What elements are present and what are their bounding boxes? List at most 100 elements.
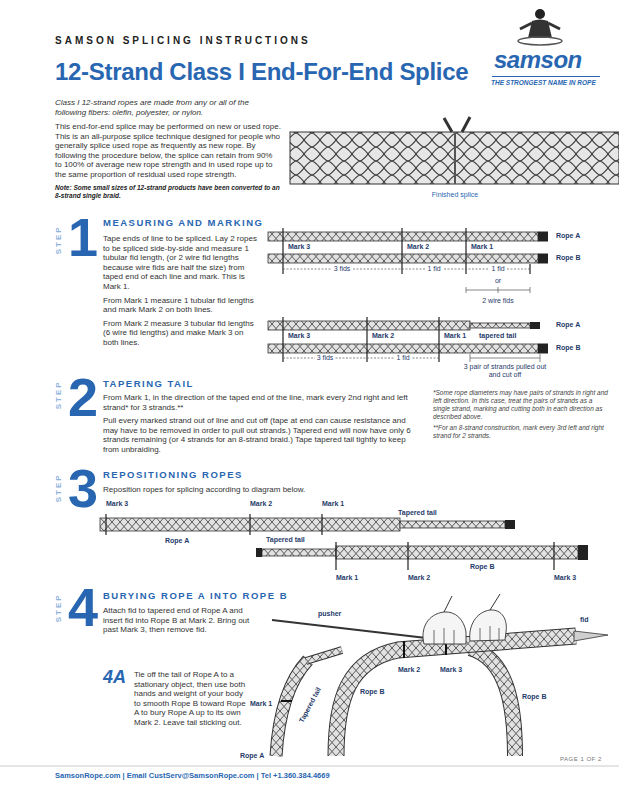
step3-ropes — [106, 514, 322, 535]
rope-label: Rope B — [360, 688, 385, 696]
tool-label: pusher — [318, 610, 341, 618]
step1-ropes — [470, 354, 540, 362]
step3-ropes — [336, 546, 578, 559]
finished-splice-rope — [290, 132, 619, 184]
step1-ropes — [268, 232, 538, 241]
footer-rule — [0, 766, 619, 767]
step1-ropes — [268, 344, 538, 353]
logo-figure — [492, 76, 600, 77]
footer-rule — [0, 766, 619, 767]
intro-text: This end-for-end splice may be performed… — [55, 122, 281, 180]
step-heading: BURYING ROPE A INTO ROPE B — [103, 590, 288, 601]
footer-contact: SamsonRope.com | Email CustServ@SamsonRo… — [55, 771, 330, 780]
step4-illustration — [336, 636, 576, 756]
dimension-label: 1 fid — [394, 354, 411, 362]
dimension-label: 3 fids — [332, 265, 353, 273]
mark-label: Mark 3 — [288, 332, 310, 340]
step-text: From Mark 1 measure 1 tubular fid length… — [103, 296, 261, 315]
substep-number: 4A — [103, 667, 126, 689]
step4-illustration — [423, 612, 466, 644]
rope-label: Rope A — [556, 321, 580, 329]
step1-ropes — [283, 358, 439, 359]
step3-ropes — [262, 549, 336, 556]
mark-label: Mark 2 — [398, 666, 420, 674]
step1-ropes — [283, 317, 439, 362]
finished-splice-rope — [444, 117, 470, 132]
step3-ropes — [100, 514, 588, 570]
finished-splice-rope — [290, 117, 619, 184]
dimension-label: 3 fids — [315, 354, 336, 362]
step3-ropes — [578, 545, 588, 560]
or-label: or — [493, 277, 503, 285]
finished-splice-rope — [454, 132, 456, 184]
mark-label: Mark 3 — [288, 243, 310, 251]
logo-figure — [492, 9, 600, 77]
mark-label: Mark 1 — [471, 243, 493, 251]
footnote: *Some rope diameters may have pairs of s… — [433, 389, 609, 421]
step4-illustration — [470, 610, 507, 641]
mark-label: Mark 3 — [106, 500, 128, 508]
step-tag: STEP — [53, 594, 63, 623]
figure-caption: Finished splice — [432, 191, 478, 199]
step-number: 1 — [68, 210, 98, 264]
intro-text: Class I 12-strand ropes are made from an… — [55, 98, 281, 118]
step-tag: STEP — [53, 474, 63, 503]
step-heading: TAPERING TAIL — [103, 378, 194, 389]
step4-illustration — [336, 636, 576, 756]
dimension-label: 3 pair of strands pulled out and cut off — [455, 363, 555, 380]
rope-label: Rope B — [556, 344, 581, 352]
step-text: Tape ends of line to be spliced. Lay 2 r… — [103, 234, 261, 292]
step1-ropes — [466, 287, 530, 293]
header-label: SAMSON SPLICING INSTRUCTIONS — [55, 35, 311, 47]
step1-ropes — [268, 228, 548, 362]
tail-label: Tapered tail — [297, 686, 323, 724]
step1-ropes — [530, 322, 540, 329]
step-text: Reposition ropes for splicing according … — [103, 485, 305, 495]
step3-ropes — [400, 521, 505, 528]
mark-label: Mark 2 — [408, 574, 430, 582]
step-text: From Mark 2 measure 3 tubular fid length… — [103, 319, 261, 348]
mark-label: Mark 1 — [250, 700, 272, 708]
mark-label: Mark 3 — [554, 574, 576, 582]
step1-ropes — [283, 228, 530, 274]
rope-label: Rope A — [240, 752, 264, 760]
step1-ropes — [268, 254, 538, 263]
step4-illustration — [281, 638, 446, 701]
rope-label: Rope B — [522, 693, 547, 701]
step-tag: STEP — [53, 226, 63, 255]
page-title: 12-Strand Class I End-For-End Splice — [55, 58, 468, 86]
step4-illustration — [434, 628, 454, 644]
step3-ropes — [505, 520, 515, 529]
step-text: From Mark 1, in the direction of the tap… — [103, 393, 421, 412]
note-text: Note: Some small sizes of 12-strand prod… — [55, 184, 281, 200]
mark-label: Mark 1 — [336, 574, 358, 582]
step3-ropes — [336, 542, 554, 570]
tail-label: Tapered tail — [266, 536, 305, 544]
step4-illustration — [470, 648, 515, 756]
rope-label: Rope B — [556, 254, 581, 262]
step4-illustration — [306, 650, 342, 661]
mark-label: Mark 2 — [250, 500, 272, 508]
step-number: 2 — [68, 370, 98, 424]
step4-illustration — [480, 626, 499, 641]
logo-figure — [518, 37, 562, 45]
rope-label: Rope B — [470, 563, 495, 571]
dimension-label: 1 fid — [489, 265, 506, 273]
step-heading: MEASURING AND MARKING — [103, 217, 263, 228]
step-number: 3 — [68, 461, 98, 515]
step4-illustration — [306, 650, 342, 661]
step1-ropes — [538, 254, 548, 264]
step4-illustration — [444, 594, 500, 612]
step4-illustration — [470, 648, 515, 756]
step3-ropes — [256, 548, 262, 557]
step1-ropes — [268, 321, 470, 330]
step1-ropes — [470, 323, 530, 328]
tail-label: tapered tail — [479, 332, 516, 340]
logo-figure — [520, 23, 560, 29]
mark-label: Mark 2 — [372, 332, 394, 340]
rope-label: Rope A — [556, 232, 580, 240]
step-text: Pull every marked strand out of line and… — [103, 416, 421, 454]
step4-illustration — [272, 594, 608, 756]
brand-logo: samson — [494, 46, 582, 75]
step4-illustration — [574, 631, 608, 641]
